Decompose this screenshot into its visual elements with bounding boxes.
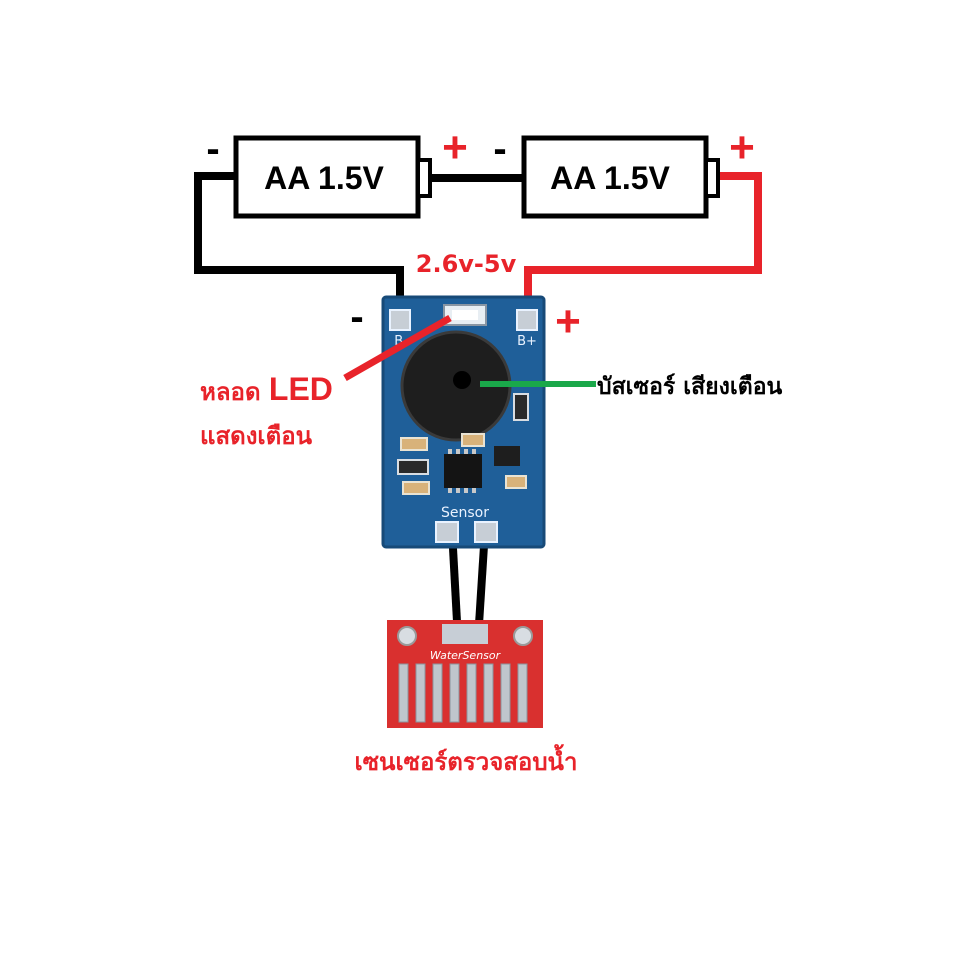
pcb-board-shade — [381, 295, 546, 549]
led-label-prefix: หลอด — [200, 378, 269, 406]
module-plus-sign: + — [555, 297, 581, 346]
battery-minus-sign: - — [493, 127, 506, 171]
smd-component — [513, 393, 529, 421]
sensor-pad-left — [435, 521, 459, 543]
pad-b-plus-label: B+ — [517, 334, 537, 349]
water-sensor-board: WaterSensor — [387, 620, 543, 728]
sensor-board-label: WaterSensor — [430, 649, 502, 662]
alarm-module-pcb: B- B+ Sensor — [381, 295, 546, 549]
battery-plus-sign: + — [729, 123, 755, 172]
mount-hole-right — [513, 626, 533, 646]
pad-b-minus — [389, 309, 411, 331]
led-label-word: LED — [269, 371, 333, 407]
buzzer-label: บัสเซอร์ เสียงเตือน — [597, 373, 783, 400]
sensor-pad-label: Sensor — [441, 505, 489, 521]
smd-component — [400, 437, 428, 451]
black-wire-negative — [194, 172, 404, 320]
battery-2: AA 1.5V - + — [493, 123, 755, 219]
battery-1: AA 1.5V - + — [206, 123, 468, 219]
ic-chip — [444, 454, 482, 488]
smd-component — [461, 433, 485, 447]
battery-label: AA 1.5V — [264, 160, 384, 196]
smd-component — [397, 459, 429, 475]
sensor-traces — [398, 663, 528, 723]
ic-pins — [448, 449, 476, 493]
module-minus-sign: - — [350, 295, 363, 339]
battery-terminal — [704, 158, 720, 198]
led-lens — [452, 310, 478, 320]
transistor-component — [494, 446, 520, 466]
water-sensor-label: เซนเซอร์ตรวจสอบน้ำ — [355, 743, 578, 776]
pad-b-plus — [516, 309, 538, 331]
battery-terminal — [416, 158, 432, 198]
battery-minus-sign: - — [206, 127, 219, 171]
voltage-label: 2.6v-5v — [416, 250, 517, 278]
smd-component — [402, 481, 430, 495]
mount-hole-left — [397, 626, 417, 646]
red-wire-positive — [524, 172, 762, 320]
led-label: หลอด LED — [200, 371, 333, 407]
led-pointer-line — [343, 314, 452, 382]
smd-component — [505, 475, 527, 489]
battery-label: AA 1.5V — [550, 160, 670, 196]
led-label-line2: แสดงเตือน — [200, 422, 313, 450]
battery-plus-sign: + — [442, 123, 468, 172]
sensor-pin-pads — [442, 624, 488, 644]
buzzer-hole — [453, 371, 471, 389]
sensor-pad-right — [474, 521, 498, 543]
